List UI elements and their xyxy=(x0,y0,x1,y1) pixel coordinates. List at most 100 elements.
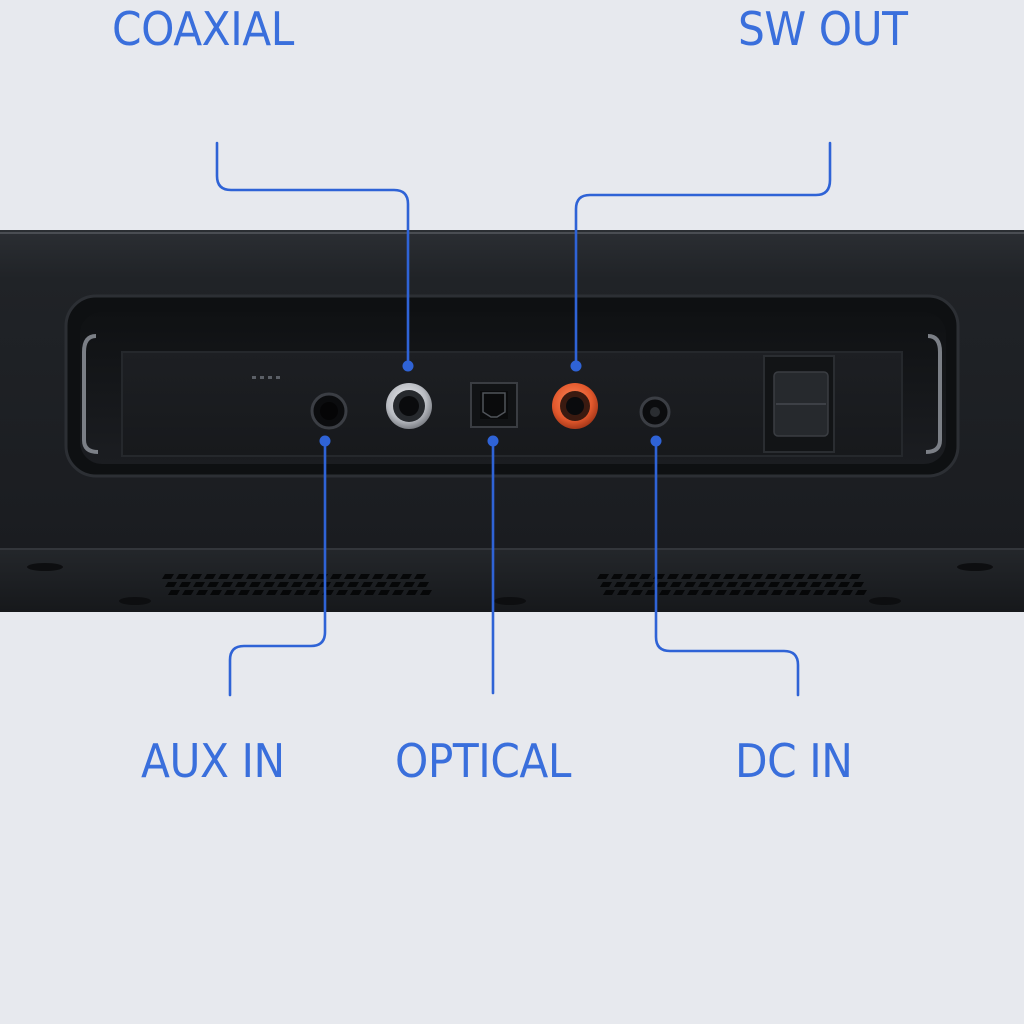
screw-hole xyxy=(869,597,901,605)
vent-slot xyxy=(771,590,783,595)
vent-slot xyxy=(821,574,833,579)
vent-slot xyxy=(224,590,236,595)
vent-slot xyxy=(628,582,640,587)
vent-slot xyxy=(670,582,682,587)
vent-slot xyxy=(849,574,861,579)
vent-slot xyxy=(659,590,671,595)
label-aux-in: AUX IN xyxy=(141,734,285,788)
aux-in-jack xyxy=(310,392,348,430)
vent-slot xyxy=(280,590,292,595)
vent-slot xyxy=(330,574,342,579)
vent-slot xyxy=(740,582,752,587)
vent-slot xyxy=(754,582,766,587)
vent-slot xyxy=(249,582,261,587)
vent-slot xyxy=(684,582,696,587)
vent-slot xyxy=(611,574,623,579)
vent-slot xyxy=(681,574,693,579)
coaxial-jack xyxy=(386,383,432,429)
vent-slot xyxy=(358,574,370,579)
vent-slot xyxy=(179,582,191,587)
anchor-dot-dc-in xyxy=(650,435,662,447)
leader-line-aux-in xyxy=(228,439,327,697)
label-dc-in: DC IN xyxy=(735,734,853,788)
vent-slot xyxy=(614,582,626,587)
anchor-dot-aux-in xyxy=(319,435,331,447)
vent-slot xyxy=(162,574,174,579)
vent-slot xyxy=(210,590,222,595)
vent-slot xyxy=(207,582,219,587)
vent-slot xyxy=(600,582,612,587)
vent-slot xyxy=(810,582,822,587)
bevel-highlight xyxy=(82,334,99,454)
vent-slot xyxy=(617,590,629,595)
vent-slot xyxy=(372,574,384,579)
screw-hole xyxy=(957,563,993,571)
vent-slot xyxy=(642,582,654,587)
vent-slot xyxy=(305,582,317,587)
vent-slot xyxy=(417,582,429,587)
vent-slot xyxy=(364,590,376,595)
vent-slot xyxy=(785,590,797,595)
optical-port xyxy=(470,382,518,428)
vent-slot xyxy=(796,582,808,587)
vent-slot xyxy=(631,590,643,595)
screw-hole xyxy=(119,597,151,605)
leader-line-coaxial xyxy=(215,141,410,368)
vent-slot xyxy=(737,574,749,579)
vent-slot xyxy=(751,574,763,579)
vent-slot xyxy=(176,574,188,579)
vent-slot xyxy=(597,574,609,579)
vent-slot xyxy=(743,590,755,595)
vent-slot xyxy=(723,574,735,579)
power-switch xyxy=(763,355,835,453)
dc-in-jack xyxy=(639,396,671,428)
vent-slot xyxy=(361,582,373,587)
vent-slot xyxy=(852,582,864,587)
vent-slot xyxy=(687,590,699,595)
vent-slot xyxy=(218,574,230,579)
vent-slot xyxy=(701,590,713,595)
vent-slot xyxy=(603,590,615,595)
vent-slot xyxy=(729,590,741,595)
vent-slot xyxy=(841,590,853,595)
vent-slot xyxy=(302,574,314,579)
vent-slot xyxy=(698,582,710,587)
vent-slot xyxy=(639,574,651,579)
vent-slot xyxy=(238,590,250,595)
indicator-dots xyxy=(252,376,280,379)
vent-slot xyxy=(392,590,404,595)
vent-slot xyxy=(709,574,721,579)
vent-slot xyxy=(695,574,707,579)
vent-slot xyxy=(656,582,668,587)
vent-slot xyxy=(308,590,320,595)
vent-slot xyxy=(263,582,275,587)
vent-slot xyxy=(375,582,387,587)
vent-slot xyxy=(288,574,300,579)
vent-slot xyxy=(277,582,289,587)
vent-slot xyxy=(645,590,657,595)
vent-slot xyxy=(414,574,426,579)
vent-slot xyxy=(838,582,850,587)
vent-slot xyxy=(765,574,777,579)
vent-slot xyxy=(347,582,359,587)
vent-slot xyxy=(196,590,208,595)
vent-slot xyxy=(274,574,286,579)
vent-slot xyxy=(182,590,194,595)
vent-slot xyxy=(193,582,205,587)
vent-slot xyxy=(726,582,738,587)
vent-slot xyxy=(221,582,233,587)
anchor-dot-sw-out xyxy=(570,360,582,372)
vent-slot xyxy=(294,590,306,595)
label-sw-out: SW OUT xyxy=(738,2,908,56)
vent-slot xyxy=(768,582,780,587)
vent-slot xyxy=(667,574,679,579)
bevel-highlight xyxy=(925,334,942,454)
vent-slot xyxy=(235,582,247,587)
vent-slot xyxy=(168,590,180,595)
vent-slot xyxy=(782,582,794,587)
vent-slot xyxy=(757,590,769,595)
sw-out-jack xyxy=(552,383,598,429)
vent-slot xyxy=(420,590,432,595)
vent-slot xyxy=(403,582,415,587)
